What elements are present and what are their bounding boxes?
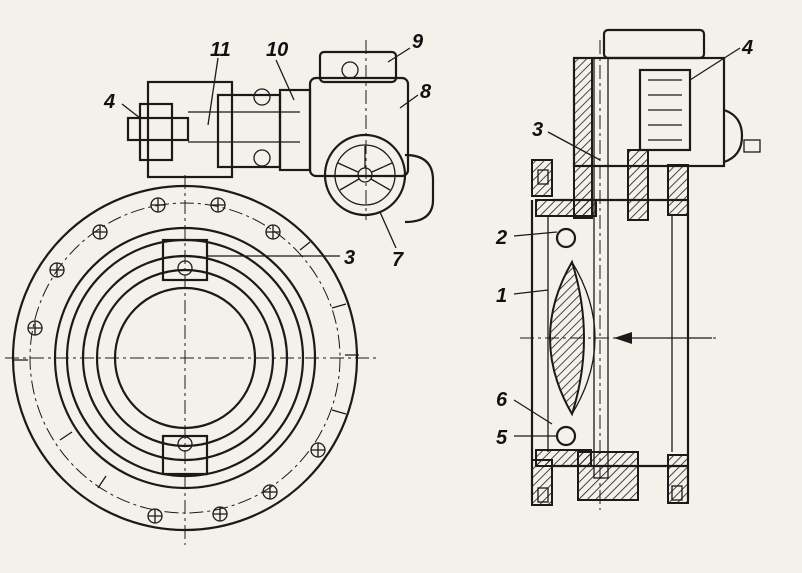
side-gear-4 xyxy=(638,68,692,152)
flange-bolt xyxy=(671,485,683,501)
gearbox-shaft-4 xyxy=(126,116,190,142)
body-ring-3 xyxy=(95,268,275,448)
lower-shaft-boss xyxy=(161,434,209,476)
lower-shaft-bolt xyxy=(177,436,193,452)
upper-shaft-boss xyxy=(161,238,209,282)
side-leader-lines xyxy=(513,47,741,437)
flange-outer-ring xyxy=(11,184,359,532)
flange-bolt xyxy=(537,169,549,185)
adapter-bolt-top xyxy=(253,88,271,106)
callout-side-3: 3 xyxy=(532,119,543,141)
flange-bolt-holes xyxy=(27,197,326,524)
gearbox-housing xyxy=(146,80,234,179)
leader-11 xyxy=(207,57,219,126)
callout-9: 9 xyxy=(412,31,424,53)
flange-bolt xyxy=(537,487,549,503)
callout-side-1: 1 xyxy=(496,285,507,307)
leader-side-3 xyxy=(547,131,601,161)
actuator-side-lug xyxy=(404,153,435,224)
upper-seat-ring xyxy=(535,199,597,217)
lower-right-flange xyxy=(667,454,689,504)
motor-adapter xyxy=(216,93,282,169)
leader-side-2 xyxy=(513,231,558,237)
adapter-bolt-bottom xyxy=(253,149,271,167)
leader-4 xyxy=(121,103,141,119)
callout-3: 3 xyxy=(344,247,355,269)
callout-side-5: 5 xyxy=(496,427,508,449)
front-leader-lines xyxy=(121,47,419,257)
leader-10 xyxy=(275,59,295,101)
callout-7: 7 xyxy=(392,249,404,271)
actuator-flange-10 xyxy=(278,88,312,172)
cover-screw xyxy=(341,61,359,79)
callout-side-6: 6 xyxy=(496,389,508,411)
flange-ticks xyxy=(14,241,359,489)
flange-inner-ring xyxy=(53,226,317,490)
actuator-cover-9 xyxy=(318,50,398,84)
front-view xyxy=(5,40,435,545)
handwheel-inner-rim xyxy=(334,144,396,206)
shaft-housing-right-wall xyxy=(627,149,649,221)
lower-seal-5 xyxy=(555,425,577,447)
valve-disc-1 xyxy=(549,259,585,417)
side-gear-teeth xyxy=(648,79,682,141)
handwheel-7 xyxy=(323,133,407,217)
shaft-housing-left-wall xyxy=(573,57,593,219)
flow-arrow-head xyxy=(614,332,632,344)
side-actuator-cover xyxy=(602,28,706,60)
shaft-coupling xyxy=(138,102,174,162)
callout-8: 8 xyxy=(420,81,432,103)
callout-side-2: 2 xyxy=(495,227,507,249)
leader-9 xyxy=(387,47,411,63)
bore-circle xyxy=(113,286,257,430)
upper-left-flange xyxy=(531,159,553,197)
electric-actuator-8 xyxy=(308,76,410,178)
valve-shaft-3 xyxy=(593,57,609,479)
upper-seal-2 xyxy=(555,227,577,249)
actuator-assembly xyxy=(126,40,435,224)
upper-right-flange xyxy=(667,164,689,216)
body-ring-2 xyxy=(81,254,289,462)
leader-7 xyxy=(379,211,397,249)
upper-shaft-bolt xyxy=(177,260,193,276)
leader-side-6 xyxy=(513,399,553,425)
side-handwheel xyxy=(723,108,744,164)
handwheel-spokes xyxy=(337,146,393,191)
callout-side-4: 4 xyxy=(741,37,753,59)
side-section-view xyxy=(513,28,761,510)
leader-side-1 xyxy=(513,289,549,295)
side-handwheel-grip xyxy=(743,139,761,153)
leader-side-4 xyxy=(689,47,741,81)
callout-11: 11 xyxy=(210,39,231,61)
callout-10: 10 xyxy=(266,39,288,61)
bolt-circle xyxy=(29,202,341,514)
leader-8 xyxy=(399,94,419,109)
disc-profile xyxy=(571,261,596,415)
callout-4: 4 xyxy=(103,91,115,113)
